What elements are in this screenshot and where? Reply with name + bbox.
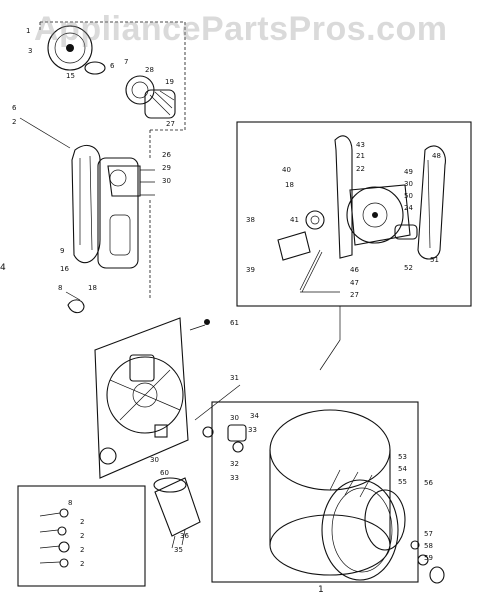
label-inset-2c: 2 [80, 546, 84, 554]
label-belt-30: 30 [162, 177, 171, 185]
label-top-28: 28 [145, 66, 154, 74]
label-motor-41: 41 [290, 216, 299, 224]
label-belt-16: 16 [60, 265, 69, 273]
label-belt-26: 26 [162, 151, 171, 159]
top-assembly: 1 3 15 6 7 28 19 27 [26, 21, 186, 131]
label-center-30: 30 [150, 456, 159, 464]
label-drum-57: 57 [424, 530, 433, 538]
label-center-31: 31 [230, 374, 239, 382]
label-inset-2b: 2 [80, 532, 84, 540]
drum-assembly-box: 34 30 33 32 33 53 54 55 56 57 58 59 1 [211, 401, 445, 595]
label-motor-47: 47 [350, 279, 359, 287]
label-top-19: 19 [165, 78, 174, 86]
label-motor-50: 50 [404, 192, 413, 200]
label-inset-2d: 2 [80, 560, 84, 568]
label-center-61: 61 [230, 319, 239, 327]
label-inset-2a: 2 [80, 518, 84, 526]
label-motor-48: 48 [432, 152, 441, 160]
label-belt-8: 8 [58, 284, 62, 292]
label-center-36: 36 [180, 532, 189, 540]
label-drum-54: 54 [398, 465, 407, 473]
label-center-60: 60 [160, 469, 169, 477]
label-drum-56: 56 [424, 479, 433, 487]
label-belt-2: 2 [12, 118, 16, 126]
label-drum-34: 34 [250, 412, 259, 420]
label-top-15: 15 [66, 72, 75, 80]
watermark-text: AppliancePartsPros.com [34, 10, 448, 48]
label-motor-24: 24 [404, 204, 413, 212]
label-drum-33b: 33 [230, 474, 239, 482]
label-top-7: 7 [124, 58, 128, 66]
label-inset-8: 8 [68, 499, 72, 507]
label-center-35: 35 [174, 546, 183, 554]
inset-box: 8 2 2 2 2 [17, 485, 146, 587]
label-motor-18: 18 [285, 181, 294, 189]
motor-cylinder [153, 477, 201, 549]
label-motor-40: 40 [282, 166, 291, 174]
label-motor-43: 43 [356, 141, 365, 149]
label-motor-51: 51 [430, 256, 439, 264]
label-drum-58: 58 [424, 542, 433, 550]
label-drum-33a: 33 [248, 426, 257, 434]
label-top-6: 6 [110, 62, 115, 70]
label-belt-9: 9 [60, 247, 64, 255]
label-motor-27: 27 [350, 291, 359, 299]
label-motor-38: 38 [246, 216, 255, 224]
label-top-27: 27 [166, 120, 175, 128]
label-motor-30: 30 [404, 180, 413, 188]
label-motor-21: 21 [356, 152, 365, 160]
label-top-3: 3 [28, 47, 32, 55]
bulkhead-assembly: 61 31 30 60 36 35 [94, 317, 241, 554]
label-motor-22: 22 [356, 165, 365, 173]
label-motor-46: 46 [350, 266, 359, 274]
label-belt-6: 6 [12, 104, 17, 112]
label-belt-29: 29 [162, 164, 171, 172]
label-motor-49: 49 [404, 168, 413, 176]
label-motor-52: 52 [404, 264, 413, 272]
label-drum-59: 59 [424, 554, 433, 562]
motor-assembly-box: 43 21 22 40 18 30 49 48 50 24 38 41 39 4… [236, 121, 472, 371]
label-top-1: 1 [26, 27, 30, 35]
label-misc-1: 1 [318, 585, 324, 595]
label-drum-55: 55 [398, 478, 407, 486]
label-drum-30: 30 [230, 414, 239, 422]
label-drum-53: 53 [398, 453, 407, 461]
label-misc-4: 4 [0, 263, 6, 273]
label-drum-32: 32 [230, 460, 239, 468]
label-belt-18: 18 [88, 284, 97, 292]
belt-assembly: 6 2 26 29 30 9 16 8 18 4 [0, 104, 171, 314]
label-motor-39: 39 [246, 266, 255, 274]
